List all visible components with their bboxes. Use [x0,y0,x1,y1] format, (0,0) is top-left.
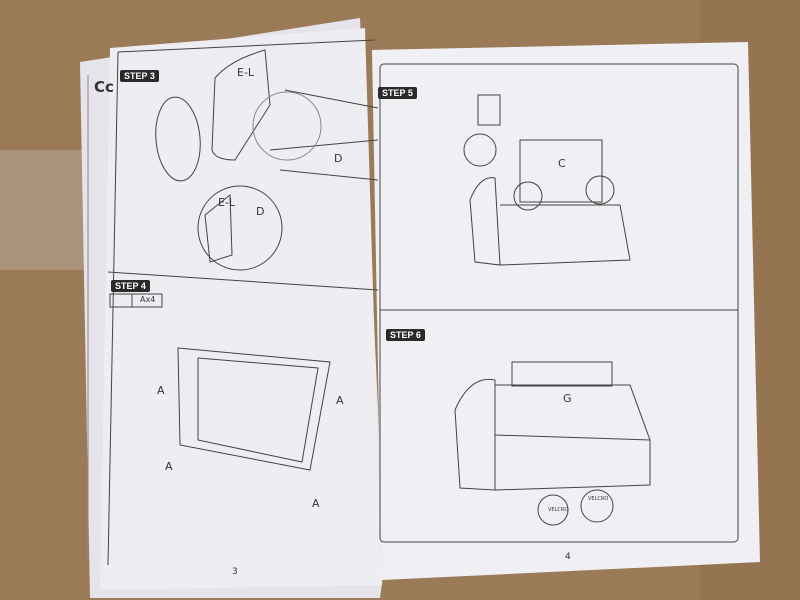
bolt-label-a: A [165,460,173,473]
right-frame [379,63,739,543]
step3-detail-label-d: D [256,205,265,218]
hardware-quantity: Ax4 [140,295,156,304]
step5-sofa-base [469,177,631,266]
bolt-label-a: A [336,394,344,407]
step3-detail-label-e-l: E-L [218,196,236,209]
step5-cushion-c [519,139,603,203]
step4-badge: STEP 4 [111,280,150,292]
page-number-left: 3 [232,567,238,577]
step3-detail-circle [197,185,283,271]
step5-detail-box [477,94,501,126]
step6-backrest [511,361,613,387]
previous-page-text: Cc [94,78,114,96]
page-number-right: 4 [565,552,571,562]
step3-detail-oval [155,96,201,182]
left-frame-top [117,39,376,53]
tape-reflection [0,150,90,270]
velcro-label-left: VELCRO [548,507,569,513]
bolt-label-a: A [157,384,165,397]
step3-label-e-l: E-L [237,66,255,79]
step5-corner-circle-left [513,181,543,211]
step3-badge: STEP 3 [120,70,159,82]
step6-badge: STEP 6 [386,329,425,341]
hardware-qty-box [131,293,163,308]
left-frame-left [107,51,119,566]
velcro-label-right: VELCRO [588,496,609,502]
step5-detail-circle [463,133,497,167]
step5-label-c: C [558,157,566,170]
step3-part-e-l [211,49,271,161]
velcro-circle-left [537,494,569,526]
bolt-label-a: A [312,497,320,510]
step5-corner-circle-right [585,175,615,205]
step3-detail-e-l [204,193,233,263]
step3-zoom-circle [252,91,322,161]
step3-label-d: D [334,152,343,165]
step6-label-g: G [563,392,572,405]
step5-badge: STEP 5 [378,87,417,99]
left-divider [107,271,379,291]
right-page [372,42,760,580]
step6-cushion-line [494,434,651,441]
velcro-circle-right [580,489,614,523]
left-page-face [100,28,382,590]
step4-frame-drawing [177,347,331,471]
step3-part-d [269,89,379,181]
